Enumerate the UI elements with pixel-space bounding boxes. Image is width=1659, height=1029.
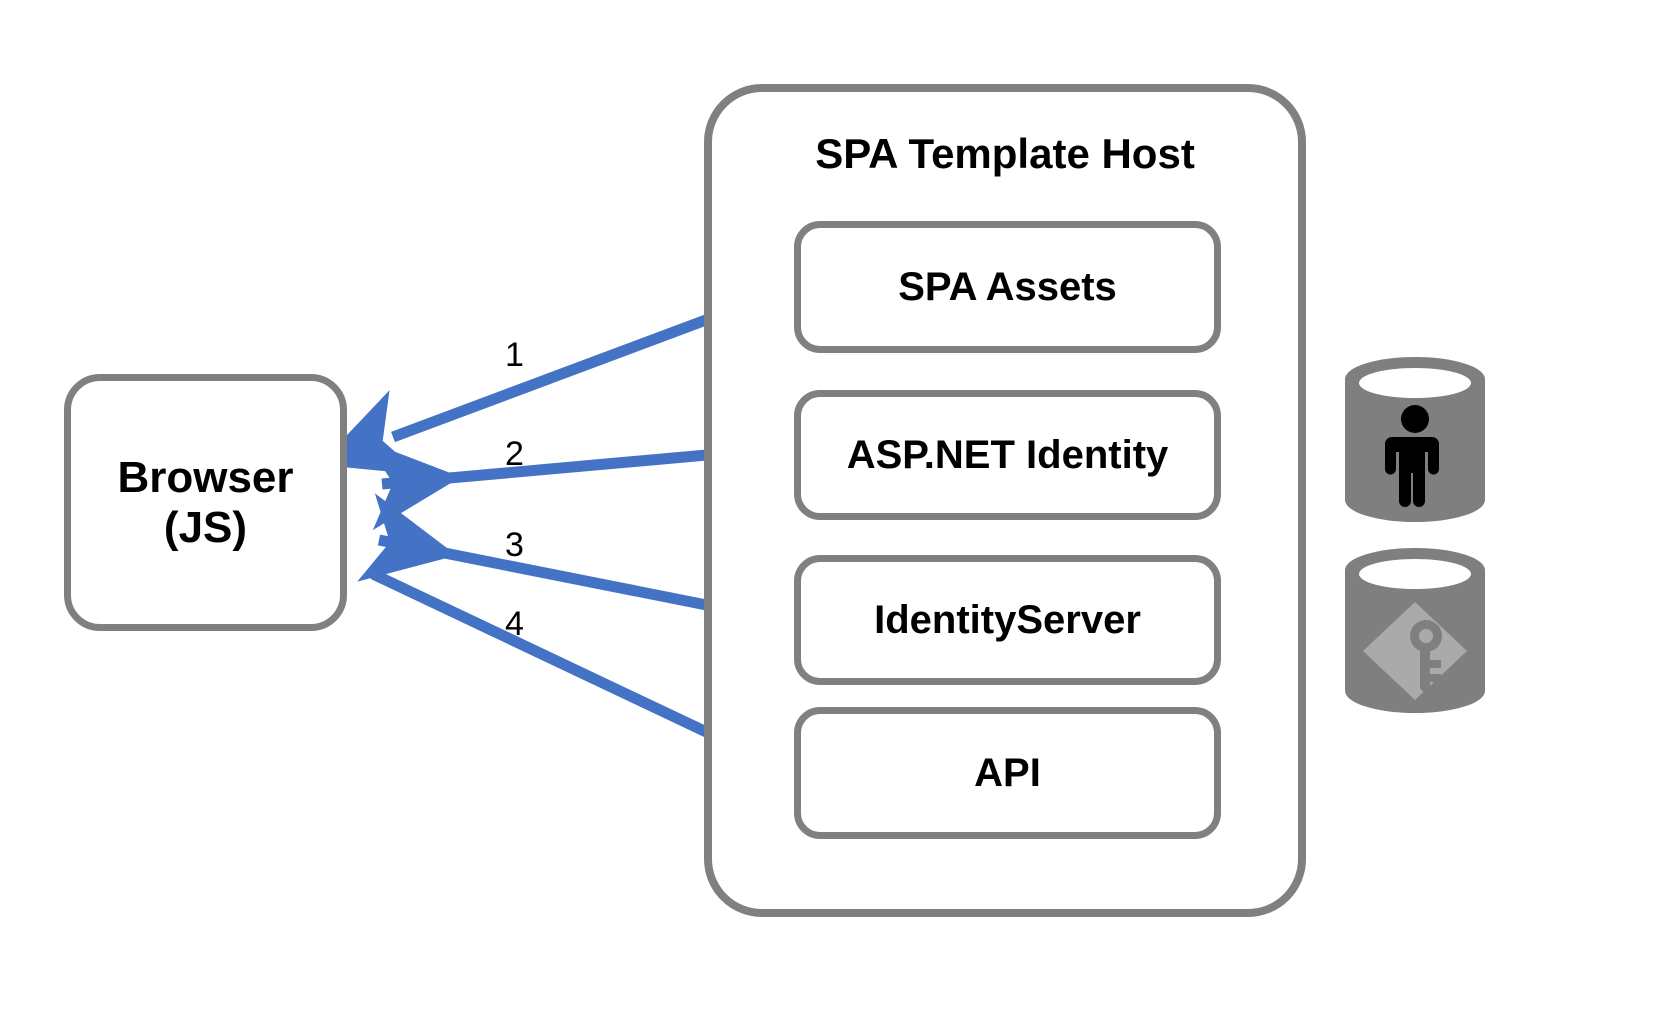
- arrow-label-3: 3: [505, 526, 524, 564]
- service-label-api: API: [974, 750, 1041, 795]
- arrow-flow-4: [370, 569, 829, 792]
- service-label-spa-assets: SPA Assets: [898, 264, 1117, 309]
- arrow-flow-2: [364, 406, 842, 531]
- key-icon: [1363, 602, 1467, 700]
- service-label-aspnet-identity: ASP.NET Identity: [846, 432, 1169, 477]
- spa-template-host-title: SPA Template Host: [815, 130, 1195, 177]
- service-box-identityserver[interactable]: IdentityServer: [794, 555, 1221, 685]
- arrow-label-1: 1: [505, 336, 524, 374]
- service-box-api[interactable]: API: [794, 707, 1221, 839]
- browser-client-box[interactable]: Browser (JS): [64, 374, 347, 631]
- browser-label-line1: Browser: [117, 453, 294, 503]
- service-label-identityserver: IdentityServer: [874, 597, 1141, 642]
- arrow-label-4: 4: [505, 605, 524, 643]
- service-box-spa-assets[interactable]: SPA Assets: [794, 221, 1221, 353]
- service-box-aspnet-identity[interactable]: ASP.NET Identity: [794, 390, 1221, 520]
- user-icon: [1385, 405, 1439, 507]
- browser-label-line2: (JS): [163, 502, 248, 552]
- arrow-label-2: 2: [505, 435, 524, 473]
- datastore-users-cylinder[interactable]: [1341, 357, 1489, 522]
- datastore-keys-cylinder[interactable]: [1341, 548, 1489, 713]
- browser-label: Browser (JS): [117, 453, 293, 552]
- arrow-flow-3: [357, 493, 840, 658]
